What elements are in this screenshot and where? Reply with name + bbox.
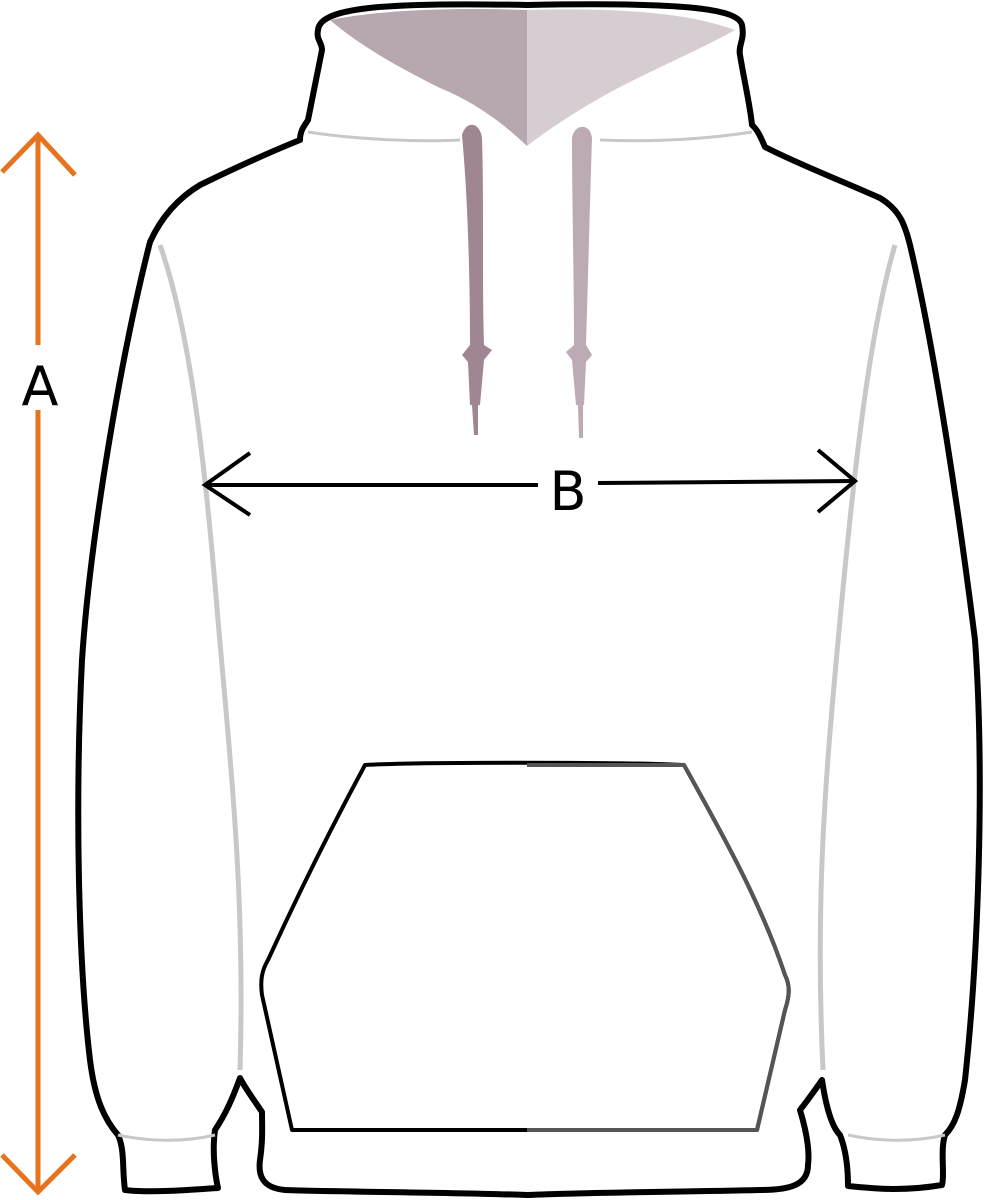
measure-b-arrowhead-right [816,448,859,514]
drawstring-left-tip [472,405,478,435]
measure-b-arrowhead-left [201,451,252,517]
hood-interior-left [330,9,527,147]
side-seams [157,244,898,1071]
measure-a-arrowhead-bottom [0,1153,77,1196]
measure-a: A [0,131,77,1196]
hood-seam [307,130,753,143]
hoodie-outline [75,1,983,1198]
cuff-lines [117,1133,946,1142]
measure-b: B [201,448,859,523]
drawstrings [462,124,592,438]
measure-a-label: A [22,355,59,418]
measure-a-arrowhead-top [0,131,77,177]
drawstring-right-tip [578,405,583,438]
measure-b-label: B [549,460,586,523]
hood-interior-right [527,9,735,146]
hood-interior [330,9,735,147]
drawstring-left [462,124,492,405]
kangaroo-pocket-shade [527,763,791,1132]
drawstring-right [566,126,592,406]
kangaroo-pocket [259,760,791,1132]
measure-b-line-right [597,479,856,485]
